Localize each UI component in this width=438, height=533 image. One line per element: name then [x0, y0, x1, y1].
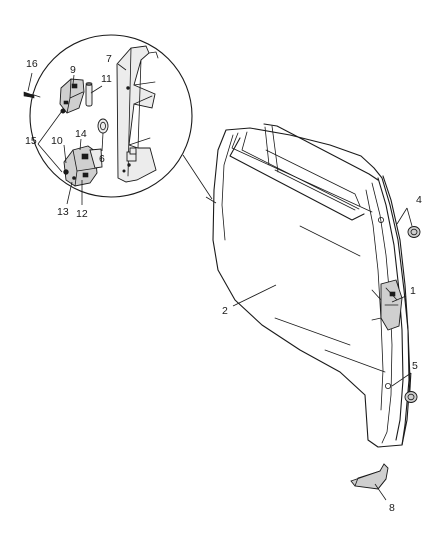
lower-door-plug	[404, 391, 418, 403]
door-latch	[371, 279, 403, 331]
detail-leader-line	[182, 154, 213, 200]
callout-13: 13	[57, 206, 69, 218]
hinge-pillar-bracket	[116, 45, 159, 183]
callout-1: 1	[410, 285, 416, 297]
hinge-grommet	[97, 118, 109, 134]
hinge-pin	[85, 82, 93, 107]
rear-door	[212, 123, 411, 448]
callout-11: 11	[101, 73, 112, 85]
callout-15: 15	[25, 135, 37, 147]
callout-5: 5	[412, 360, 418, 372]
detail-circle	[29, 34, 193, 198]
callout-4: 4	[416, 194, 422, 206]
callout-labels: 16 9 11 7 15 10 14 13 12 6 4 1 2 5 8	[25, 53, 422, 514]
door-hole-upper	[377, 216, 384, 223]
hinge-detail-inset	[23, 34, 217, 204]
callout-7: 7	[106, 53, 112, 65]
callout-9: 9	[70, 64, 76, 76]
detail-leader-tick	[205, 196, 217, 204]
callout-6: 6	[99, 153, 105, 165]
upper-door-plug	[407, 226, 421, 238]
bottom-bracket	[350, 463, 389, 490]
callout-8: 8	[389, 502, 395, 514]
callout-16: 16	[26, 58, 38, 70]
lower-hinge	[63, 145, 103, 187]
upper-hinge	[59, 78, 85, 114]
callout-12: 12	[76, 208, 88, 220]
door-hole-lower	[384, 382, 391, 389]
callout-10: 10	[51, 135, 63, 147]
hinge-screw	[23, 91, 41, 99]
leader-lines	[27, 63, 413, 501]
callout-2: 2	[222, 305, 228, 317]
callout-14: 14	[75, 128, 87, 140]
